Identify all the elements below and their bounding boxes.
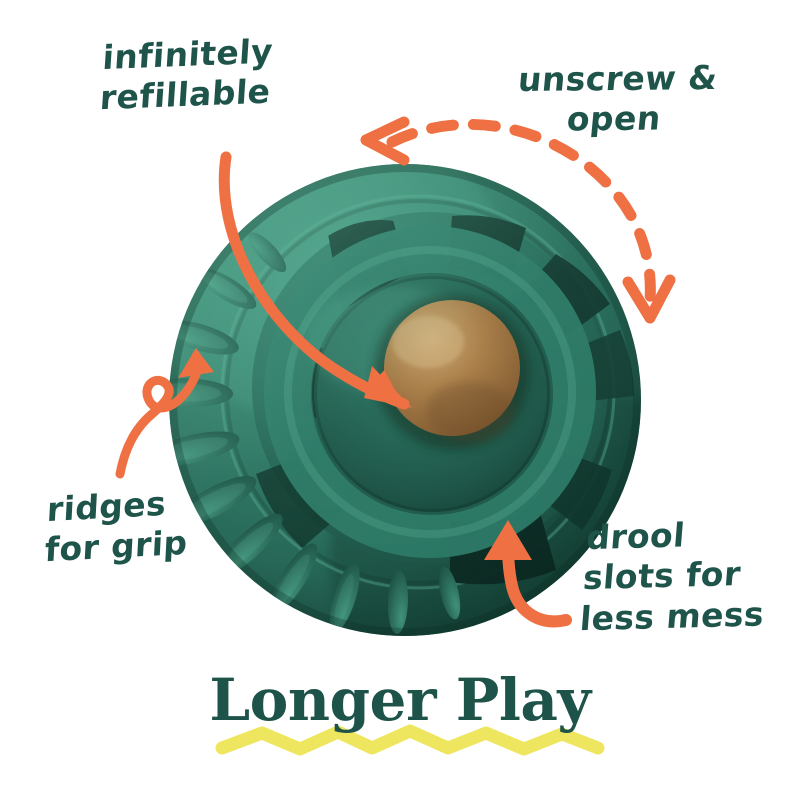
arrow-refillable-head-body — [364, 366, 412, 408]
arrow-unscrew-rotation — [360, 116, 676, 324]
callout-ridges-label: ridges for grip — [43, 483, 189, 570]
arrow-refillable — [218, 151, 412, 410]
callout-unscrew-label: unscrew & open — [516, 57, 720, 139]
arrow-ridges — [115, 348, 214, 479]
rotation-arc-head-left — [360, 116, 410, 166]
title-squiggle — [215, 724, 605, 756]
callout-refillable-label: infinitely refillable — [98, 31, 275, 118]
arrow-ridges-shaft — [115, 351, 203, 479]
rotation-arc-head-right — [622, 274, 676, 324]
arrow-ridges-head — [178, 348, 214, 378]
rotation-arc-dashes — [386, 118, 656, 306]
arrow-drool — [484, 520, 572, 628]
arrow-drool-head — [484, 520, 532, 560]
page-title: Longer Play — [209, 666, 591, 734]
callout-drool-label: drool slots for less mess — [578, 515, 766, 638]
squiggle-stroke — [215, 724, 605, 756]
